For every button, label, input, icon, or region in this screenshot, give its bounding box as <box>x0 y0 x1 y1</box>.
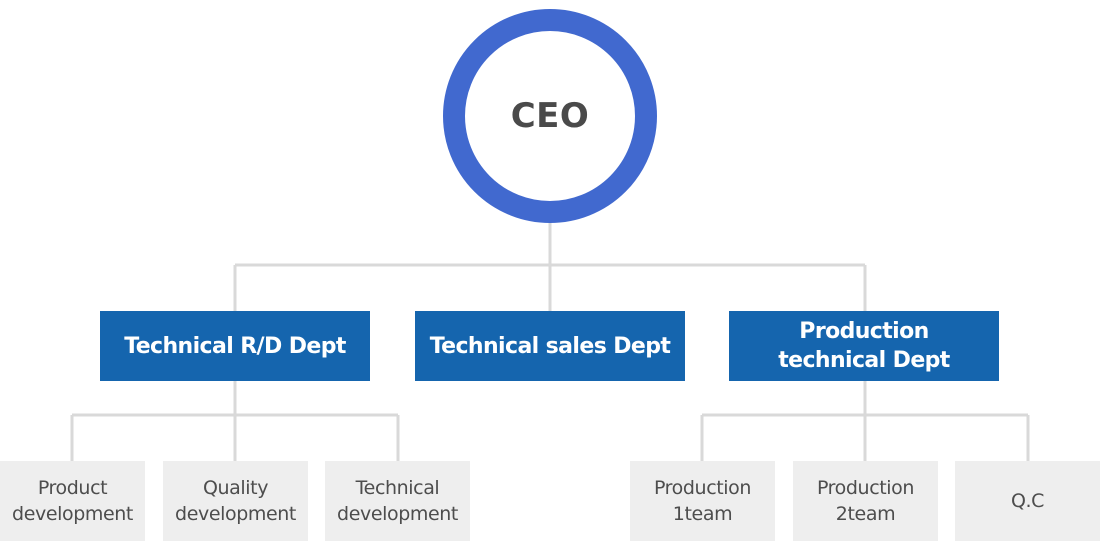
team-label: Production 1team <box>653 477 752 525</box>
ceo-node: CEO <box>443 9 657 223</box>
team-label: Q.C <box>1010 490 1045 512</box>
team-label: Product development <box>12 477 133 525</box>
dept-technical-sales: Technical sales Dept <box>415 311 685 381</box>
dept-label: Technical sales Dept <box>429 333 671 359</box>
team-qc: Q.C <box>955 461 1100 541</box>
team-product-development: Product development <box>0 461 145 541</box>
team-quality-development: Quality development <box>163 461 308 541</box>
dept-production-technical: Production technical Dept <box>729 311 999 381</box>
team-production-1team: Production 1team <box>630 461 775 541</box>
ceo-label: CEO <box>510 96 590 136</box>
dept-technical-rd: Technical R/D Dept <box>100 311 370 381</box>
team-technical-development: Technical development <box>325 461 470 541</box>
team-production-2team: Production 2team <box>793 461 938 541</box>
dept-label: Technical R/D Dept <box>124 333 346 359</box>
team-label: Quality development <box>175 477 296 525</box>
dept-label: Production technical Dept <box>778 319 950 373</box>
team-label: Production 2team <box>816 477 915 525</box>
team-label: Technical development <box>337 477 458 525</box>
